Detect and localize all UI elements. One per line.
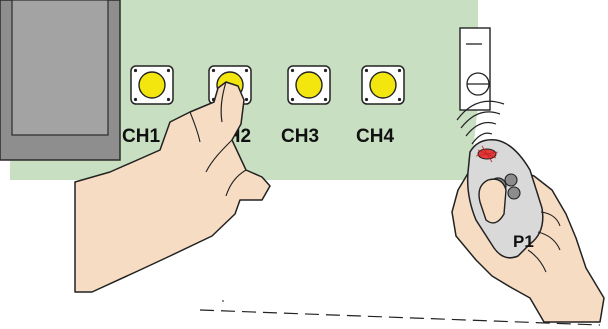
channel-button-ch3[interactable] [287, 65, 331, 105]
knuckle-line [189, 111, 201, 143]
channel-button-ch1[interactable] [130, 65, 174, 105]
channel-button-ch4[interactable] [361, 65, 405, 105]
thumb-illustration [478, 178, 507, 224]
channel-label-ch3: CH3 [281, 126, 319, 147]
thumb-line [205, 139, 233, 173]
cover-panel [0, 0, 121, 161]
remote-button-2[interactable] [504, 173, 518, 187]
remote-p1-label: P1 [513, 232, 534, 251]
palm-line [225, 169, 247, 197]
pressing-hand-illustration [74, 81, 271, 293]
channel-label-ch4: CH4 [356, 126, 394, 147]
led-flash-icon [475, 145, 499, 163]
radio-signal-icon [456, 100, 505, 145]
finger-lines [527, 211, 561, 273]
connector-block [459, 27, 491, 111]
finger-crease [220, 81, 227, 123]
channel-label-ch1: CH1 [122, 126, 160, 147]
dashed-line [199, 309, 601, 326]
remote-button-3[interactable] [507, 186, 521, 200]
